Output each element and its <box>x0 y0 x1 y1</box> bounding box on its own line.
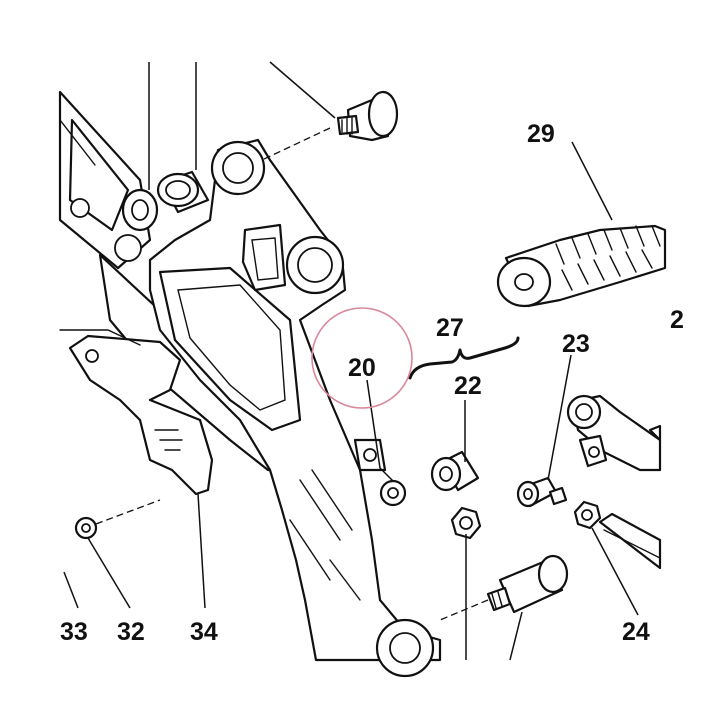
link-23 <box>516 476 568 508</box>
leader-lines <box>63 141 639 661</box>
washer-32 <box>74 499 161 540</box>
label-29: 29 <box>527 120 555 148</box>
bracket-27 <box>408 336 520 380</box>
label-20: 20 <box>348 354 376 382</box>
bushing-22 <box>379 450 480 507</box>
label-22: 22 <box>454 372 482 400</box>
footpeg-29 <box>496 224 667 308</box>
bottom-bolt <box>439 554 569 621</box>
label-23: 23 <box>562 330 590 358</box>
top-bushings <box>121 62 210 232</box>
pivot-bolt <box>261 61 399 161</box>
label-34: 34 <box>190 618 218 646</box>
nut-24 <box>450 500 602 540</box>
footrest-plate <box>148 138 442 678</box>
label-33: 33 <box>60 618 88 646</box>
label-24: 24 <box>622 618 650 646</box>
heel-guard-plate <box>59 329 214 496</box>
label-27: 27 <box>436 314 464 342</box>
gear-lever <box>566 394 662 570</box>
highlight-circle <box>311 307 413 409</box>
label-cut: 2 <box>670 306 684 334</box>
label-32: 32 <box>117 618 145 646</box>
